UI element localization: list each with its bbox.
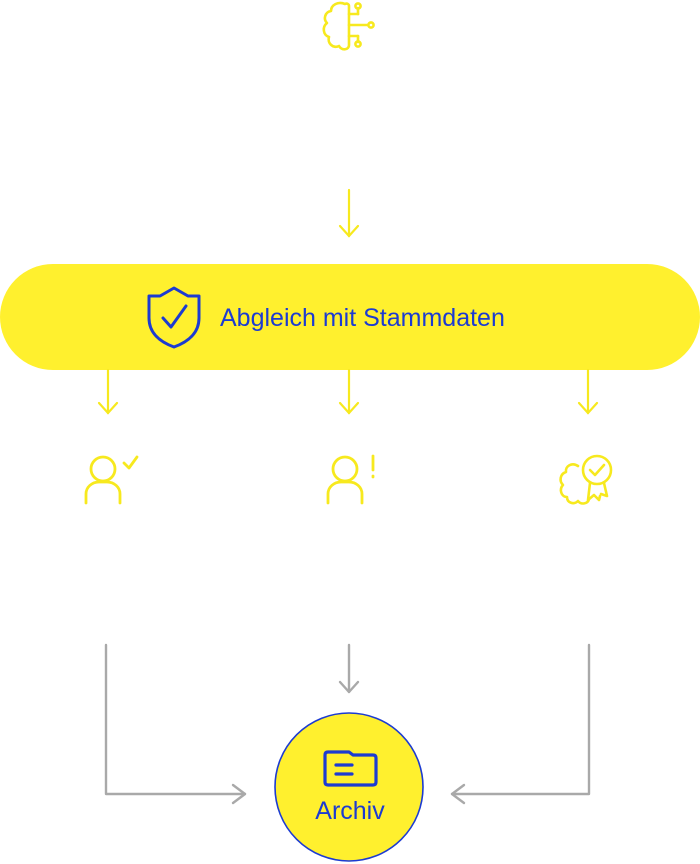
connector-left-arrow (104, 643, 247, 805)
connector-middle-arrow (338, 643, 360, 694)
arrow-down-icon (338, 188, 360, 238)
shield-check-icon (147, 286, 201, 349)
person-exclamation-icon (326, 454, 375, 505)
archive-label: Archiv (315, 797, 385, 825)
arrow-down-icon (338, 368, 360, 415)
brain-check-badge-icon (559, 454, 613, 505)
check-step-label: Abgleich mit Stammdaten (220, 304, 505, 332)
archive-node (274, 712, 424, 862)
arrow-down-icon (577, 368, 599, 415)
connector-right-arrow (450, 643, 591, 805)
check-step-pill (0, 264, 700, 370)
ai-brain-icon (322, 1, 375, 51)
arrow-down-icon (97, 368, 119, 415)
archive-folder-icon (323, 750, 378, 787)
person-check-icon (84, 455, 139, 505)
